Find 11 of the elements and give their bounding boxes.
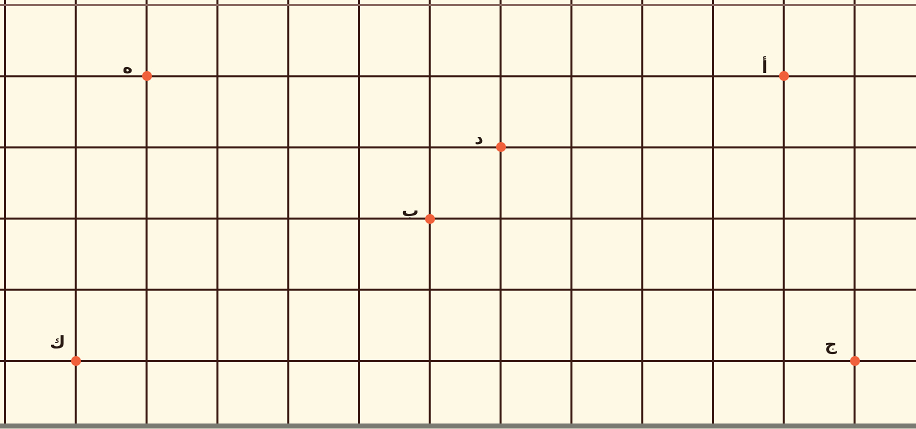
point-dot (778, 71, 789, 82)
point-dot (70, 356, 81, 366)
point-dot (850, 356, 860, 366)
point-label: د (474, 131, 484, 148)
point-label: ب (402, 202, 419, 220)
point-label: ج (824, 337, 837, 354)
point-dot (424, 214, 435, 224)
point-label: ك (50, 335, 66, 352)
point-label: ه (122, 60, 133, 78)
point-dot (496, 142, 506, 152)
point-dot (142, 71, 152, 82)
